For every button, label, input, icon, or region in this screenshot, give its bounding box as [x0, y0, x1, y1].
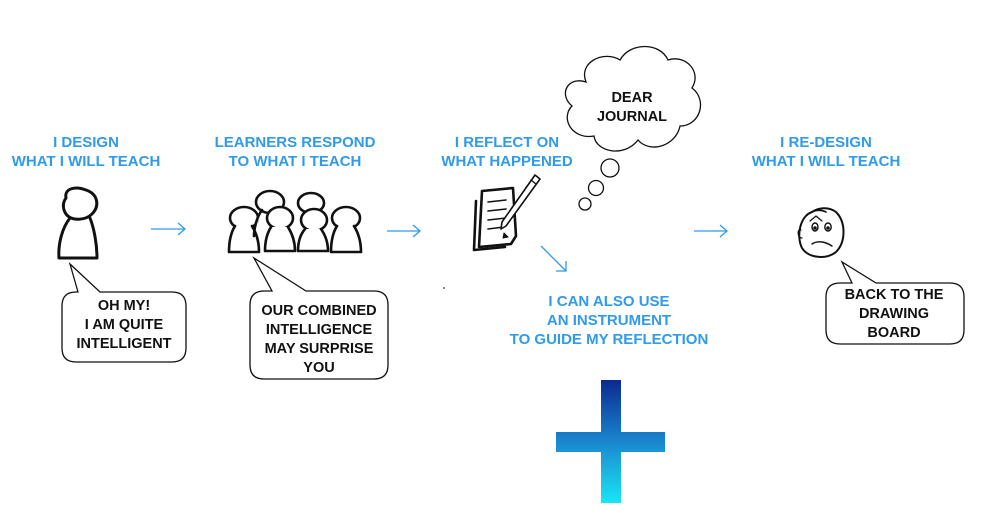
thought-cloud — [564, 46, 702, 211]
swot-letter-w: W — [630, 399, 644, 415]
swot-letter-o: O — [572, 467, 584, 483]
swot-letter-t: T — [637, 467, 647, 483]
arrow-reflect-to-redesign — [694, 224, 728, 238]
stray-dot — [443, 287, 445, 289]
step-design-heading: I DESIGN WHAT I WILL TEACH — [11, 134, 161, 170]
learners-bubble-text: OUR COMBINED INTELLIGENCE MAY SURPRISE Y… — [261, 303, 377, 376]
teacher-figure-icon — [57, 186, 99, 260]
arrow-reflect-to-instrument — [540, 245, 567, 272]
worried-face-icon — [797, 207, 845, 258]
teacher-speech-bubble — [61, 261, 187, 363]
swot-cross-icon — [556, 380, 665, 503]
arrow-learners-to-reflect — [387, 224, 421, 238]
thought-bubble-text: DEAR JOURNAL — [596, 90, 668, 125]
redesign-speech-bubble — [825, 260, 965, 345]
learners-speech-bubble — [249, 256, 389, 380]
arrow-design-to-learners — [151, 222, 186, 236]
step-redesign-heading: I RE-DESIGN WHAT I WILL TEACH — [751, 134, 901, 170]
step-learners-heading: LEARNERS RESPOND TO WHAT I TEACH — [214, 134, 376, 170]
swot-letter-s: S — [573, 399, 583, 415]
teacher-bubble-text: OH MY! I AM QUITE INTELLIGENT — [76, 298, 172, 352]
step-reflect-heading: I REFLECT ON WHAT HAPPENED — [441, 134, 573, 170]
learners-group-icon — [227, 189, 363, 254]
redesign-bubble-text: BACK TO THE DRAWING BOARD — [844, 287, 944, 341]
instrument-heading: I CAN ALSO USE AN INSTRUMENT TO GUIDE MY… — [509, 293, 709, 348]
journal-pen-icon — [472, 174, 541, 252]
